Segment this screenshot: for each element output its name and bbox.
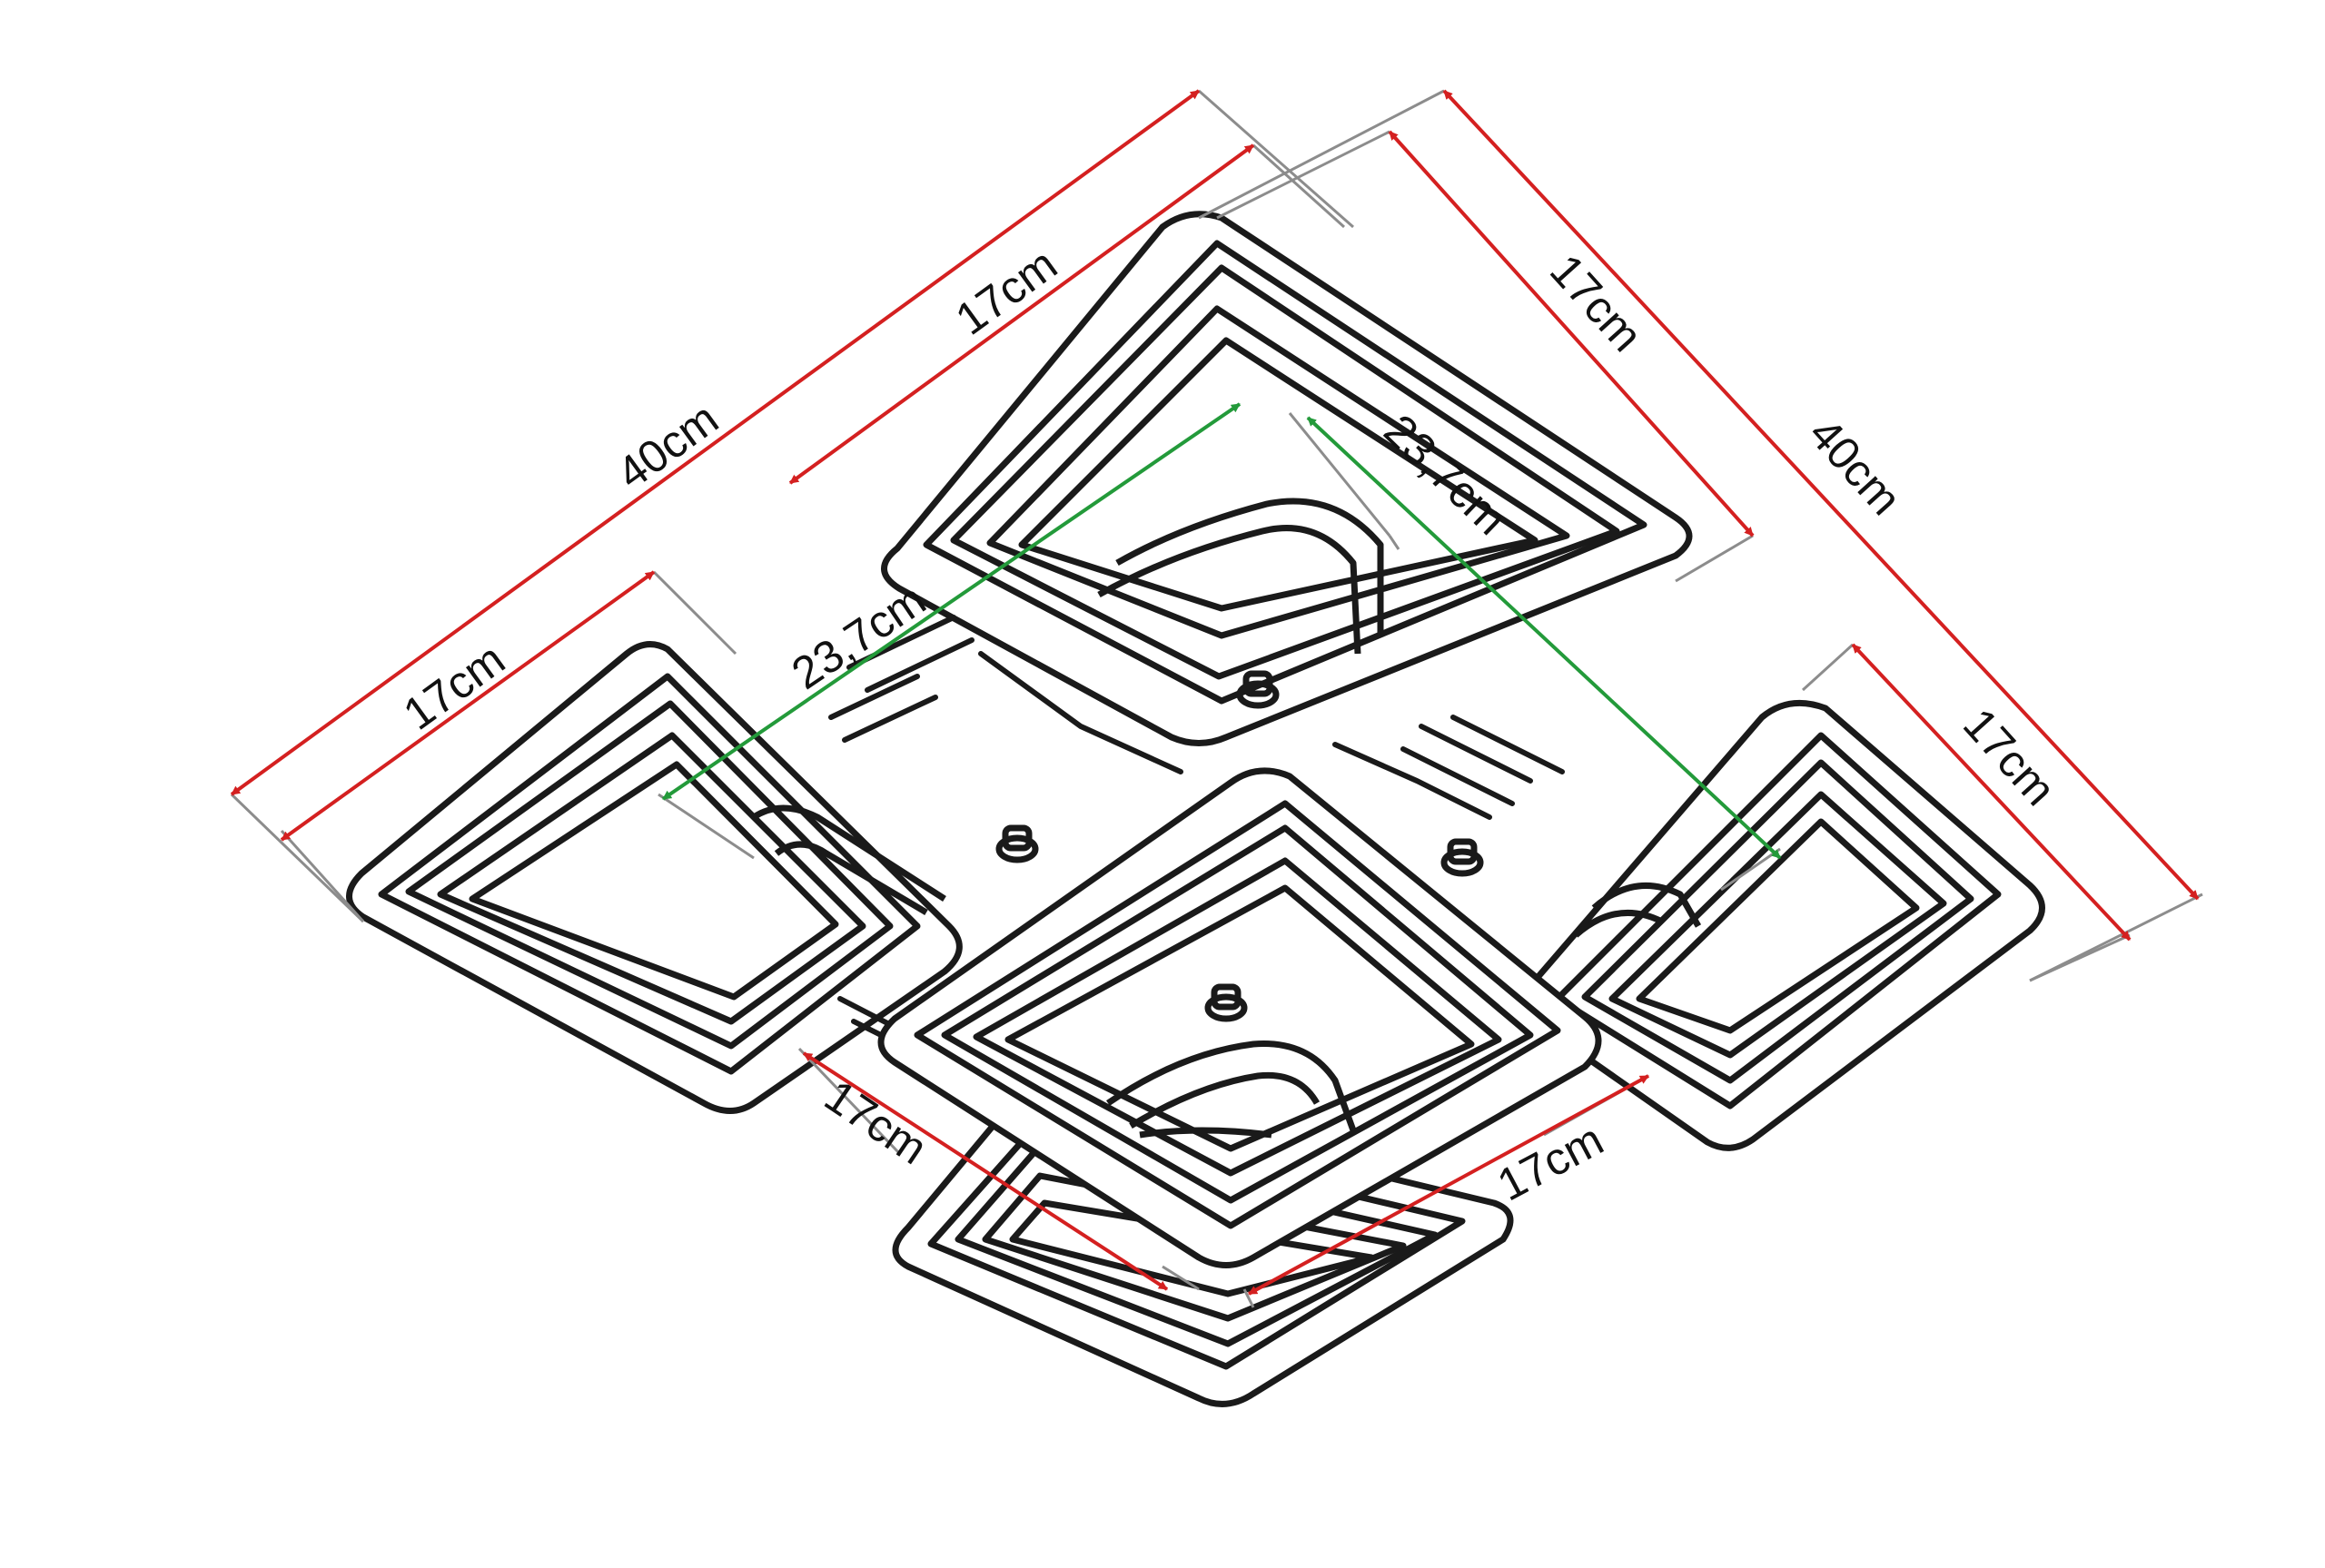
label-top-right: 17cm [1540, 244, 1652, 360]
dim-top-left [788, 143, 1255, 485]
green-dimension-lines [661, 402, 1782, 860]
dim-right [1851, 643, 2132, 942]
dim-bottom-right [1248, 1074, 1649, 1296]
dim-bottom-left [802, 1051, 1169, 1291]
label-top-left: 17cm [946, 239, 1066, 345]
label-overall-left: 40cm [608, 393, 727, 499]
label-left: 17cm [394, 634, 514, 740]
dim-diagonal-right [1306, 416, 1782, 860]
center-square [877, 767, 1602, 1268]
label-overall-right: 40cm [1799, 408, 1911, 524]
dim-diagonal-left [661, 402, 1242, 801]
label-right: 17cm [1954, 698, 2065, 814]
dim-left [280, 570, 656, 842]
label-bottom-left: 17cm [816, 1070, 936, 1175]
